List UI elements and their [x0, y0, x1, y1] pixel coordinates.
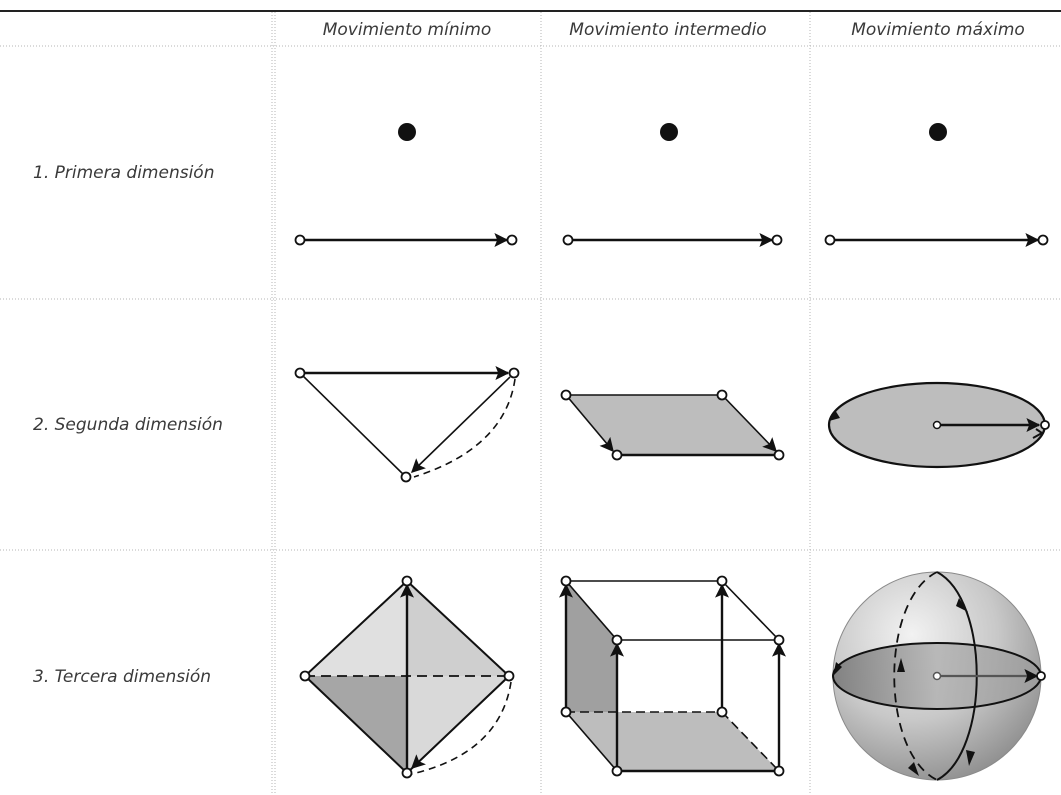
header-intermediate-movement: Movimiento intermedio: [569, 20, 767, 40]
row1-intermediate-figure: [562, 123, 783, 247]
header-maximum-movement: Movimiento máximo: [851, 20, 1025, 40]
row3-minimal-figure: [299, 575, 515, 779]
row3-intermediate-figure: [559, 575, 786, 777]
row1-maximum-figure: [824, 123, 1049, 247]
row-label-first-dimension: 1. Primera dimensión: [33, 163, 215, 183]
row2-minimal-figure: [294, 366, 520, 483]
row-label-third-dimension: 3. Tercera dimensión: [33, 667, 212, 687]
row2-intermediate-figure: [560, 389, 785, 461]
row3-maximum-figure: [832, 571, 1046, 781]
header-minimal-movement: Movimiento mínimo: [322, 20, 492, 40]
row-label-second-dimension: 2. Segunda dimensión: [33, 415, 223, 435]
row1-minimal-figure: [294, 123, 518, 247]
row2-maximum-figure: [827, 381, 1050, 469]
